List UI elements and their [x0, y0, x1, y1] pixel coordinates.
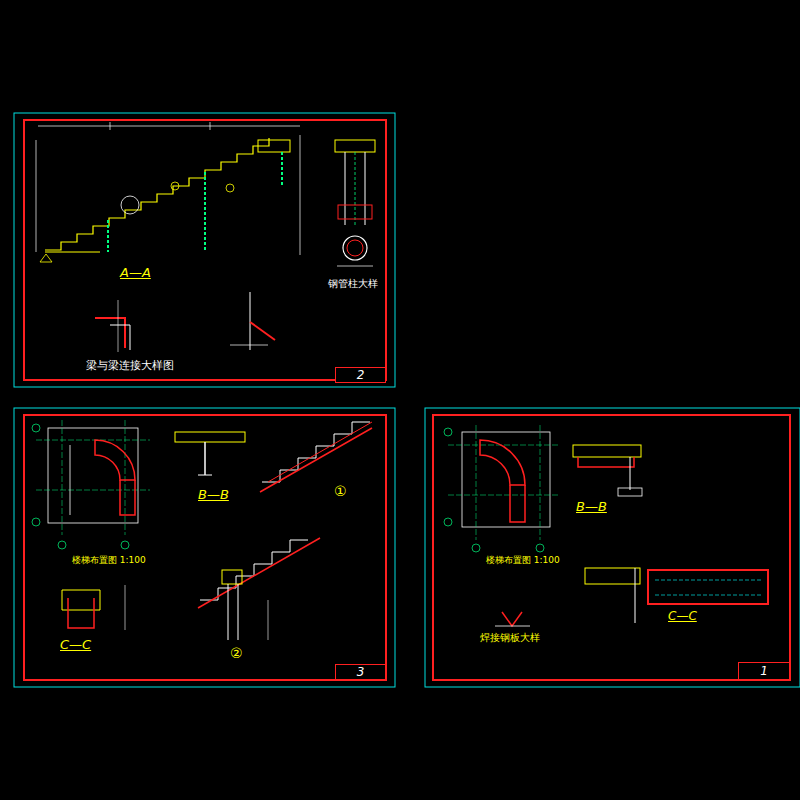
sheet-number: 2 — [357, 368, 365, 382]
drawing-label: 焊接钢板大样 — [478, 632, 542, 643]
drawing-label: B—B — [196, 488, 231, 502]
title-block-cell: 3 — [335, 664, 386, 680]
drawing-label: C—C — [666, 610, 699, 623]
drawing-label: 楼梯布置图 1:100 — [484, 556, 562, 566]
sheet-number: 3 — [357, 665, 365, 679]
drawing-label: B—B — [574, 500, 609, 514]
drawing-label: 梁与梁连接大样图 — [84, 360, 176, 372]
drawing-label: 楼梯布置图 1:100 — [70, 556, 148, 566]
sheet-number: 1 — [760, 664, 768, 678]
drawing-label: ① — [332, 484, 349, 499]
drawing-label: A—A — [118, 266, 153, 280]
title-block-cell: 1 — [738, 662, 790, 680]
drawing-label: 钢管柱大样 — [326, 278, 380, 289]
drawing-label: ② — [228, 646, 245, 661]
title-block-cell: 2 — [335, 367, 386, 383]
drawing-label: C—C — [58, 638, 93, 652]
